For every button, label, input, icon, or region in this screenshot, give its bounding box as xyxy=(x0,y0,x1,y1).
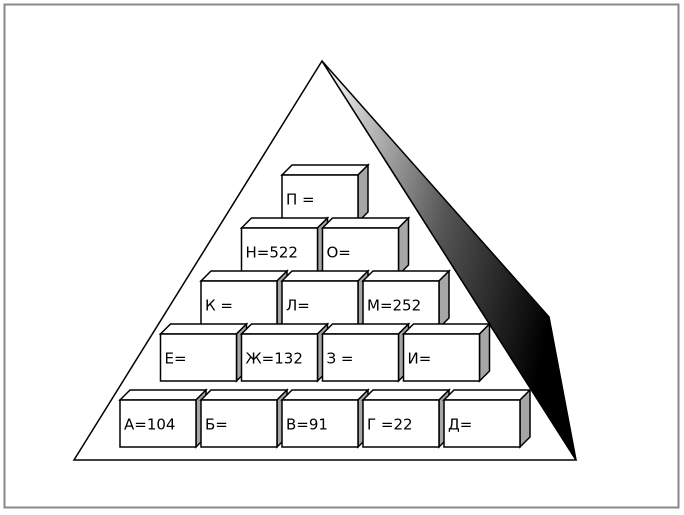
box-label: Д= xyxy=(448,416,472,434)
box-label: К = xyxy=(205,297,233,315)
pyramid-box: Д= xyxy=(442,388,532,449)
box-label: Е= xyxy=(165,350,187,368)
box-side-face xyxy=(357,163,369,224)
box-top-face xyxy=(401,323,492,335)
pyramid-box: З = xyxy=(320,322,411,383)
box-label: П = xyxy=(286,191,315,209)
box-label: В=91 xyxy=(286,416,328,434)
box-top-face xyxy=(118,389,208,401)
box-front-face xyxy=(200,399,278,448)
pyramid-box: К = xyxy=(199,269,289,330)
box-front-face xyxy=(402,333,481,382)
box-top-face xyxy=(442,389,532,401)
box-label: Ж=132 xyxy=(246,350,303,368)
pyramid-box: И= xyxy=(401,322,492,383)
pyramid-box: Ж=132 xyxy=(239,322,330,383)
pyramid-box: П = xyxy=(280,163,370,224)
pyramid-box: Л= xyxy=(280,269,370,330)
box-top-face xyxy=(199,270,289,282)
box-top-face xyxy=(361,270,451,282)
box-label: Н=522 xyxy=(246,244,298,262)
box-label: Г =22 xyxy=(367,416,413,434)
box-label: М=252 xyxy=(367,297,421,315)
box-top-face xyxy=(239,323,330,335)
box-label: З = xyxy=(327,350,354,368)
box-side-face xyxy=(438,269,450,330)
pyramid-box: А=104 xyxy=(118,388,208,449)
pyramid-shaded-side xyxy=(321,60,577,461)
box-label: О= xyxy=(327,244,351,262)
box-top-face xyxy=(158,323,249,335)
pyramid-box: М=252 xyxy=(361,269,451,330)
box-top-face xyxy=(280,389,370,401)
box-front-face xyxy=(119,399,197,448)
box-side-face xyxy=(397,216,410,277)
box-side-face xyxy=(478,322,491,383)
box-side-face xyxy=(519,388,531,449)
box-front-face xyxy=(159,333,238,382)
box-front-face xyxy=(240,333,319,382)
box-top-face xyxy=(361,389,451,401)
box-front-face xyxy=(321,333,400,382)
box-label: И= xyxy=(408,350,432,368)
box-top-face xyxy=(280,164,370,176)
box-label: Б= xyxy=(205,416,228,434)
box-top-face xyxy=(239,217,330,229)
box-front-face xyxy=(281,399,359,448)
box-top-face xyxy=(199,389,289,401)
box-top-face xyxy=(320,323,411,335)
pyramid-box: Н=522 xyxy=(239,216,330,277)
pyramid-box: О= xyxy=(320,216,411,277)
pyramid-box: Г =22 xyxy=(361,388,451,449)
box-label: А=104 xyxy=(124,416,175,434)
pyramid-box: В=91 xyxy=(280,388,370,449)
box-top-face xyxy=(280,270,370,282)
box-label: Л= xyxy=(286,297,310,315)
pyramid-box: Б= xyxy=(199,388,289,449)
box-front-face xyxy=(443,399,521,448)
box-front-face xyxy=(362,399,440,448)
box-top-face xyxy=(320,217,411,229)
pyramid-box: Е= xyxy=(158,322,249,383)
